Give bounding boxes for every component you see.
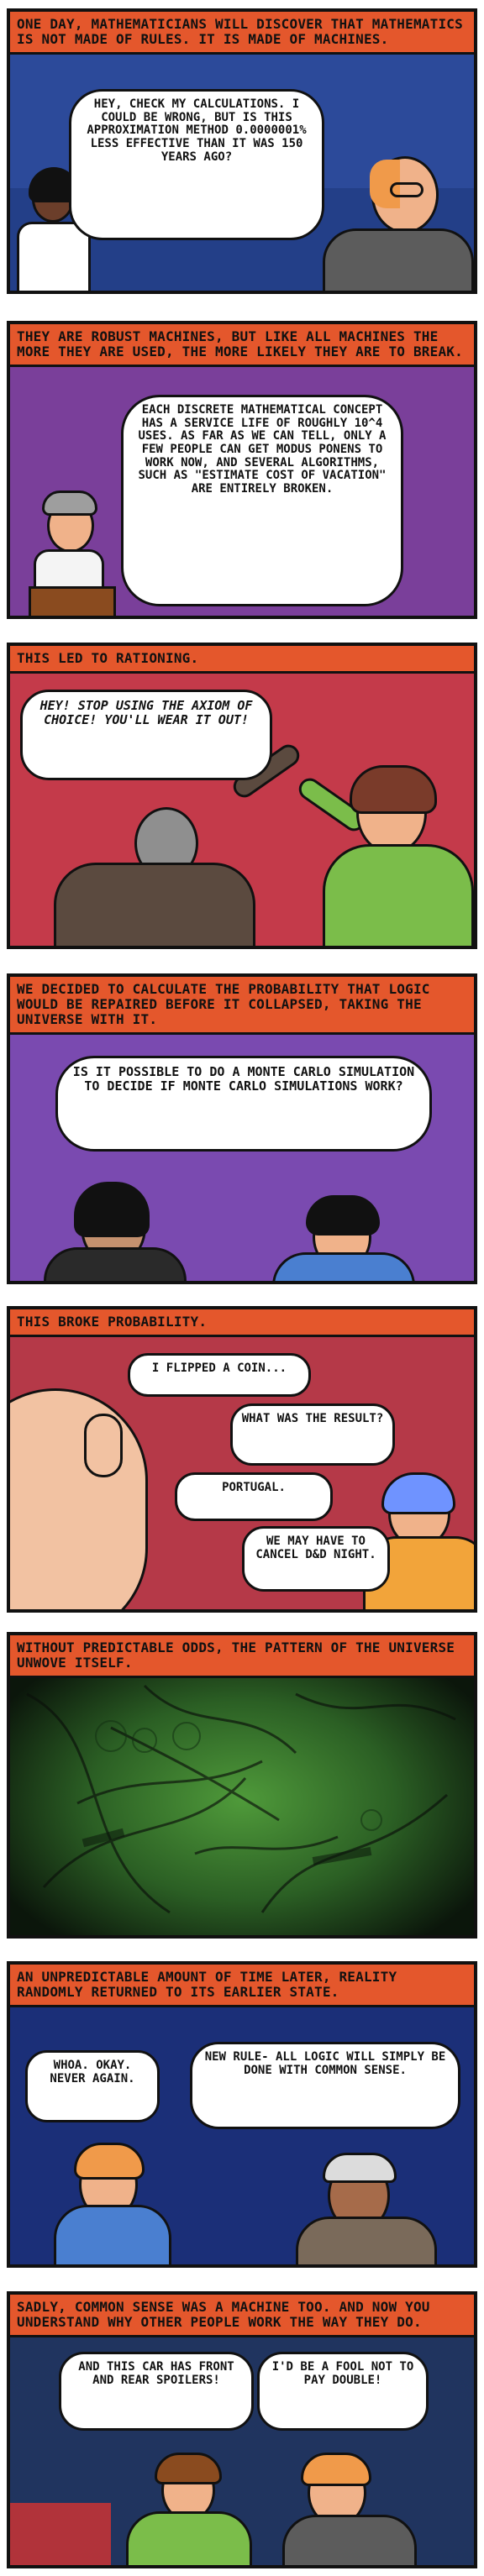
panel-2: THEY ARE ROBUST MACHINES, BUT LIKE ALL M… xyxy=(7,321,477,619)
panel-6-caption: WITHOUT PREDICTABLE ODDS, THE PATTERN OF… xyxy=(10,1635,474,1678)
right-person-hair xyxy=(306,1195,380,1236)
woman-body xyxy=(17,222,91,291)
man-body xyxy=(323,228,474,291)
right-kid-hair xyxy=(381,1472,455,1514)
salesman-hair xyxy=(155,2453,222,2484)
panel-1: ONE DAY, MATHEMATICIANS WILL DISCOVER TH… xyxy=(7,8,477,294)
lectern xyxy=(29,586,116,616)
panel-3-caption: THIS LED TO RATIONING. xyxy=(10,646,474,674)
panel-5-bubble-result: WHAT WAS THE RESULT? xyxy=(230,1403,395,1466)
buyer-hair xyxy=(301,2453,371,2486)
panel-7-bubble-whoa: WHOA. OKAY. NEVER AGAIN. xyxy=(25,2050,160,2122)
panel-4-speech-bubble: IS IT POSSIBLE TO DO A MONTE CARLO SIMUL… xyxy=(55,1056,432,1152)
buyer-body xyxy=(282,2515,417,2565)
panel-8-bubble-pay: I'D BE A FOOL NOT TO PAY DOUBLE! xyxy=(257,2352,429,2431)
panel-5-bubble-dnd: WE MAY HAVE TO CANCEL D&D NIGHT. xyxy=(242,1526,390,1592)
man-glasses xyxy=(390,182,424,197)
panel-8: SADLY, COMMON SENSE WAS A MACHINE TOO. A… xyxy=(7,2291,477,2568)
close-up-glasses xyxy=(84,1414,123,1477)
panel-2-characters xyxy=(10,324,474,616)
man-body-3 xyxy=(54,863,255,946)
panel-4-caption: WE DECIDED TO CALCULATE THE PROBABILITY … xyxy=(10,977,474,1035)
panel-7-caption: AN UNPREDICTABLE AMOUNT OF TIME LATER, R… xyxy=(10,1965,474,2007)
panel-8-bubble-spoilers: AND THIS CAR HAS FRONT AND REAR SPOILERS… xyxy=(59,2352,254,2431)
salesman-body xyxy=(126,2511,252,2565)
panel-6: WITHOUT PREDICTABLE ODDS, THE PATTERN OF… xyxy=(7,1632,477,1939)
panel-8-caption: SADLY, COMMON SENSE WAS A MACHINE TOO. A… xyxy=(10,2295,474,2337)
panel-5: THIS BROKE PROBABILITY. I FLIPPED A COIN… xyxy=(7,1306,477,1613)
panel-5-bubble-coin: I FLIPPED A COIN... xyxy=(128,1353,311,1397)
panel-3: THIS LED TO RATIONING. HEY! STOP USING T… xyxy=(7,643,477,949)
panel-2-speech-bubble: EACH DISCRETE MATHEMATICAL CONCEPT HAS A… xyxy=(121,395,403,606)
panel-3-characters xyxy=(10,646,474,946)
panel-5-caption: THIS BROKE PROBABILITY. xyxy=(10,1309,474,1337)
panel-6-background xyxy=(10,1635,474,1935)
panel-5-characters xyxy=(10,1309,474,1609)
panel-1-caption: ONE DAY, MATHEMATICIANS WILL DISCOVER TH… xyxy=(10,12,474,55)
close-up-face xyxy=(10,1388,148,1609)
woman-body-3 xyxy=(323,844,474,946)
panel-5-bubble-portugal: PORTUGAL. xyxy=(175,1472,333,1521)
panel-4: WE DECIDED TO CALCULATE THE PROBABILITY … xyxy=(7,973,477,1284)
panel-7: AN UNPREDICTABLE AMOUNT OF TIME LATER, R… xyxy=(7,1961,477,2268)
left-man-hair-7 xyxy=(74,2143,145,2180)
right-man-body-7 xyxy=(296,2217,437,2264)
lecturer-hair xyxy=(42,491,97,516)
left-person-hair xyxy=(74,1182,150,1237)
panel-2-caption: THEY ARE ROBUST MACHINES, BUT LIKE ALL M… xyxy=(10,324,474,367)
left-person-body xyxy=(44,1247,187,1281)
woman-hair-3 xyxy=(350,765,437,814)
right-man-hair-7 xyxy=(323,2153,397,2183)
panel-7-characters xyxy=(10,1965,474,2264)
panel-3-speech-bubble: HEY! STOP USING THE AXIOM OF CHOICE! YOU… xyxy=(20,690,272,780)
right-person-body xyxy=(272,1252,415,1281)
panel-7-bubble-rule: NEW RULE- ALL LOGIC WILL SIMPLY BE DONE … xyxy=(190,2042,460,2129)
panel-1-speech-bubble: HEY, CHECK MY CALCULATIONS. I COULD BE W… xyxy=(69,89,324,240)
panel-4-characters xyxy=(10,977,474,1281)
panel-8-characters xyxy=(10,2295,474,2565)
left-man-body-7 xyxy=(54,2205,171,2264)
